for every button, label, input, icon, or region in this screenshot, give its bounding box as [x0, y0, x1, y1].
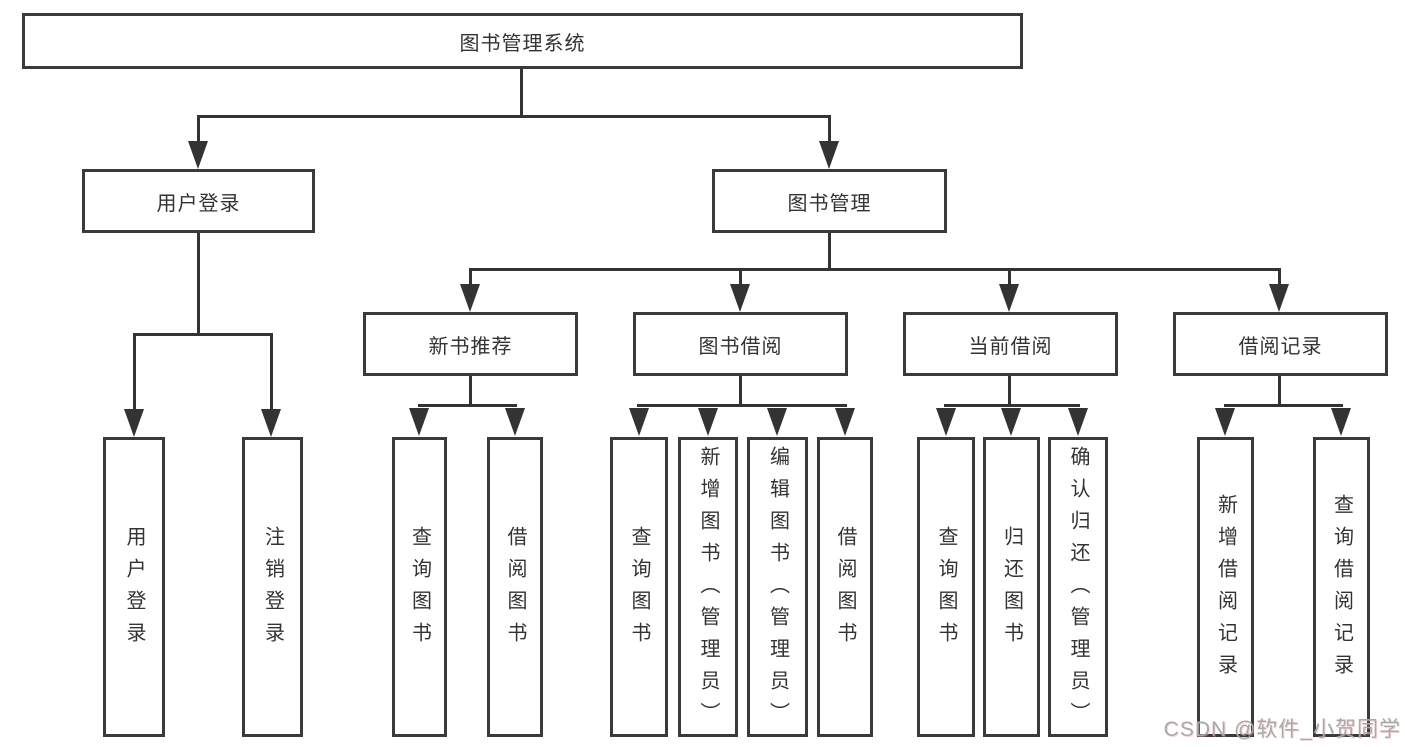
- csdn-watermark: CSDN @软件_小贺同学: [1163, 718, 1401, 741]
- arrowhead-icon: [730, 284, 750, 312]
- leaf-add-borrow-record: 新增借阅记录: [1197, 437, 1254, 737]
- connector-line: [739, 268, 742, 288]
- node-new-book-recommend: 新书推荐: [363, 312, 578, 376]
- arrowhead-icon: [505, 408, 525, 436]
- arrowhead-icon: [188, 141, 208, 169]
- arrowhead-icon: [698, 408, 718, 436]
- arrowhead-icon: [999, 284, 1019, 312]
- arrowhead-icon: [1331, 408, 1351, 436]
- arrowhead-icon: [819, 141, 839, 169]
- node-book-management: 图书管理: [712, 169, 947, 233]
- connector-line: [469, 376, 472, 407]
- connector-line: [197, 115, 831, 118]
- connector-line: [418, 404, 517, 407]
- node-user-login: 用户登录: [82, 169, 315, 233]
- leaf-query-book-recommend: 查询图书: [392, 437, 447, 737]
- connector-line: [197, 233, 200, 335]
- connector-line: [739, 376, 742, 407]
- leaf-user-login: 用户登录: [103, 437, 165, 737]
- connector-line: [1278, 376, 1281, 407]
- connector-line: [469, 268, 1281, 271]
- connector-line: [469, 268, 472, 288]
- connector-line: [828, 233, 831, 270]
- arrowhead-icon: [409, 408, 429, 436]
- connector-line: [133, 333, 136, 411]
- arrowhead-icon: [767, 408, 787, 436]
- node-current-borrow: 当前借阅: [903, 312, 1118, 376]
- arrowhead-icon: [1215, 408, 1235, 436]
- node-borrow-record: 借阅记录: [1173, 312, 1388, 376]
- node-library-management-system: 图书管理系统: [22, 13, 1023, 69]
- connector-line: [270, 333, 273, 411]
- node-book-borrow: 图书借阅: [633, 312, 848, 376]
- connector-line: [1008, 376, 1011, 407]
- leaf-borrow-book: 借阅图书: [817, 437, 873, 737]
- leaf-confirm-return-admin: 确认归还（管理员）: [1048, 437, 1108, 737]
- connector-line: [828, 115, 831, 145]
- arrowhead-icon: [629, 408, 649, 436]
- leaf-edit-book-admin: 编辑图书（管理员）: [747, 437, 808, 737]
- connector-line: [197, 115, 200, 145]
- leaf-query-book-current: 查询图书: [917, 437, 975, 737]
- arrowhead-icon: [460, 284, 480, 312]
- connector-line: [637, 404, 847, 407]
- connector-line: [520, 69, 523, 117]
- connector-line: [1278, 268, 1281, 288]
- arrowhead-icon: [1001, 408, 1021, 436]
- leaf-query-borrow-record: 查询借阅记录: [1313, 437, 1370, 737]
- arrowhead-icon: [936, 408, 956, 436]
- arrowhead-icon: [1068, 408, 1088, 436]
- arrowhead-icon: [835, 408, 855, 436]
- leaf-add-book-admin: 新增图书（管理员）: [678, 437, 738, 737]
- arrowhead-icon: [261, 409, 281, 437]
- connector-line: [944, 404, 1080, 407]
- leaf-borrow-book-recommend: 借阅图书: [487, 437, 543, 737]
- leaf-return-book: 归还图书: [983, 437, 1040, 737]
- arrowhead-icon: [124, 409, 144, 437]
- arrowhead-icon: [1269, 284, 1289, 312]
- connector-line: [1224, 404, 1343, 407]
- leaf-logout: 注销登录: [242, 437, 303, 737]
- connector-line: [1008, 268, 1011, 288]
- leaf-query-book-borrow: 查询图书: [610, 437, 668, 737]
- connector-line: [133, 333, 273, 336]
